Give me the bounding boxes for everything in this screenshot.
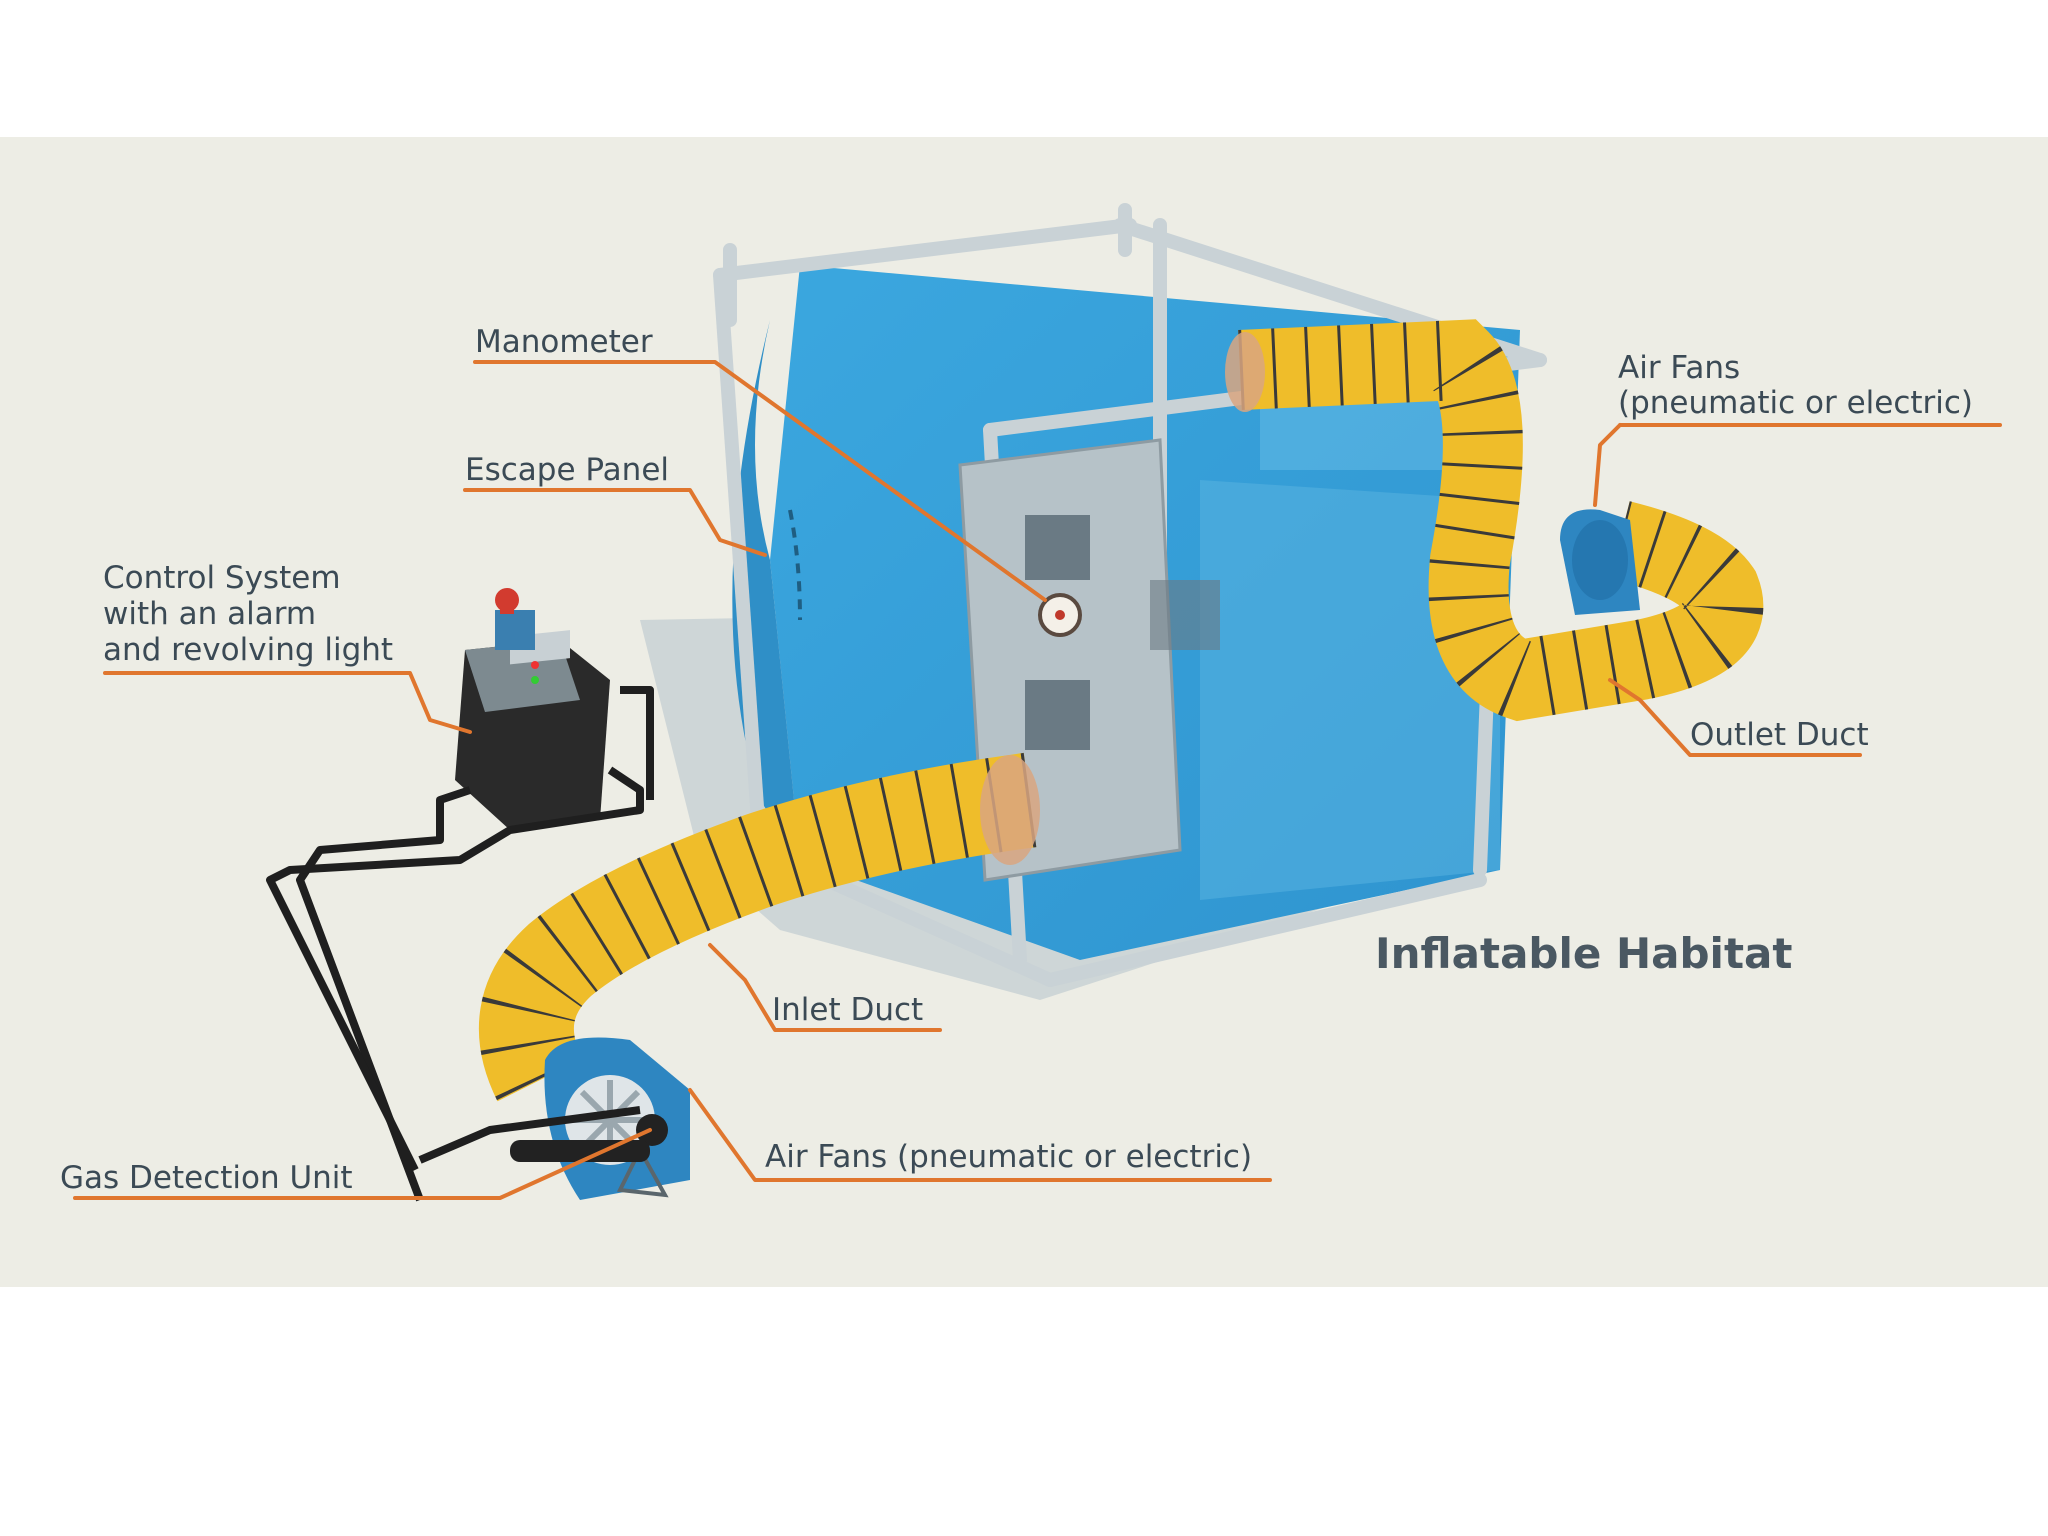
escape-panel bbox=[788, 509, 802, 621]
leader-outlet-duct bbox=[1608, 678, 1862, 757]
control-cables bbox=[266, 686, 654, 1202]
label-escape-panel: Escape Panel bbox=[465, 452, 669, 488]
label-air-fans-bottom: Air Fans (pneumatic or electric) bbox=[765, 1139, 1252, 1175]
label-inlet-duct: Inlet Duct bbox=[772, 992, 923, 1028]
diagram-title: Inflatable Habitat bbox=[1375, 929, 1792, 978]
leader-control-system bbox=[103, 671, 472, 734]
air-fan-top bbox=[1560, 509, 1640, 615]
leader-air-fans-top bbox=[1593, 423, 2002, 507]
label-control-system-3: and revolving light bbox=[103, 632, 393, 668]
label-manometer: Manometer bbox=[475, 324, 653, 360]
label-air-fans-top-2: (pneumatic or electric) bbox=[1618, 385, 1973, 421]
inlet-duct bbox=[478, 752, 1040, 1102]
label-control-system-1: Control System bbox=[103, 560, 341, 596]
leader-inlet-duct bbox=[708, 943, 942, 1032]
leader-air-fans-bottom bbox=[688, 1088, 1272, 1182]
label-air-fans-top-1: Air Fans bbox=[1618, 350, 1740, 386]
outlet-duct bbox=[1225, 319, 1764, 722]
label-gas-detection: Gas Detection Unit bbox=[60, 1160, 353, 1196]
leader-manometer bbox=[473, 360, 1047, 602]
leader-escape-panel bbox=[463, 488, 767, 557]
label-control-system-2: with an alarm bbox=[103, 596, 316, 632]
leader-gas-detection bbox=[73, 1128, 652, 1200]
control-system bbox=[455, 588, 610, 830]
label-outlet-duct: Outlet Duct bbox=[1690, 717, 1869, 753]
